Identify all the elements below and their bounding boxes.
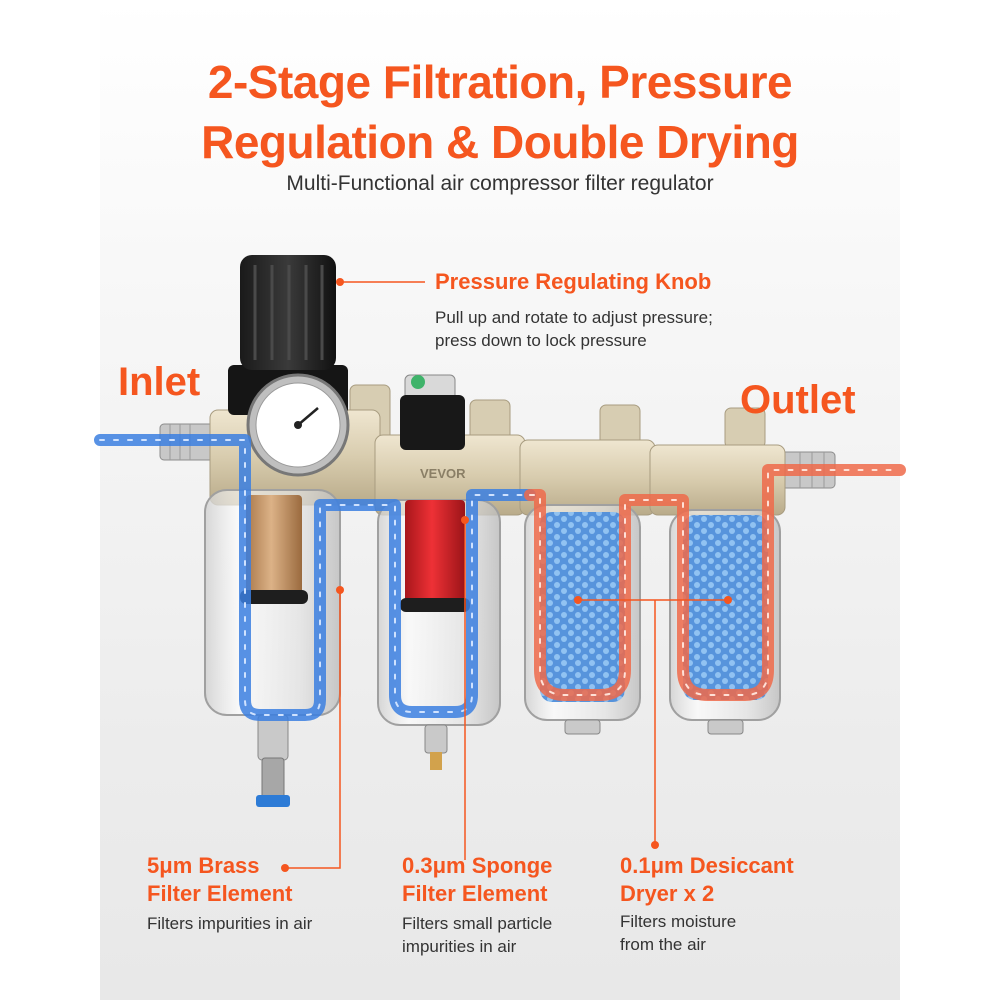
desiccant-desc-line-2: from the air (620, 935, 706, 954)
brand-label: VEVOR (420, 466, 466, 481)
desiccant-desc-line-1: Filters moisture (620, 912, 737, 931)
outlet-airflow (524, 464, 906, 701)
desiccant-callout-desc: Filters moisture from the air (620, 910, 736, 956)
outlet-label: Outlet (740, 378, 856, 422)
title-line-1: 2-Stage Filtration, Pressure (207, 56, 793, 108)
knob-desc-line-1: Pull up and rotate to adjust pressure; (435, 308, 713, 327)
sponge-callout-title: 0.3μm Sponge Filter Element (402, 852, 552, 908)
desiccant-callout-title: 0.1μm Desiccant Dryer x 2 (620, 852, 794, 908)
pressure-gauge (246, 373, 350, 477)
knob-callout-desc: Pull up and rotate to adjust pressure; p… (435, 306, 713, 352)
indicator-cap (400, 374, 465, 450)
page-subtitle: Multi-Functional air compressor filter r… (286, 172, 714, 195)
desiccant-title-line-2: Dryer x 2 (620, 881, 715, 906)
sponge-callout-desc: Filters small particle impurities in air (402, 912, 552, 958)
callout-dots (281, 278, 732, 872)
brass-callout-desc: Filters impurities in air (147, 914, 313, 933)
desiccant-title-line-1: 0.1μm Desiccant (620, 853, 794, 878)
sponge-title-line-1: 0.3μm Sponge (402, 853, 553, 878)
inlet-label: Inlet (118, 360, 201, 404)
brass-callout-title: 5μm Brass Filter Element (147, 852, 292, 908)
brass-filter-element (240, 495, 308, 604)
knob-callout-title: Pressure Regulating Knob (435, 269, 712, 294)
drain-valves (256, 714, 744, 807)
callout-lines (285, 281, 728, 869)
brass-title-line-2: Filter Element (147, 881, 293, 906)
sponge-desc-line-1: Filters small particle (402, 914, 553, 933)
brass-title-line-1: 5μm Brass (147, 853, 260, 878)
page-title: 2-Stage Filtration, Pressure Regulation … (0, 52, 1000, 172)
knob-desc-line-2: press down to lock pressure (435, 331, 647, 350)
sponge-title-line-2: Filter Element (402, 881, 548, 906)
sponge-desc-line-2: impurities in air (402, 937, 517, 956)
sponge-filter-element (400, 500, 470, 612)
title-line-2: Regulation & Double Drying (201, 116, 799, 168)
desiccant-dryer-elements (540, 512, 768, 702)
